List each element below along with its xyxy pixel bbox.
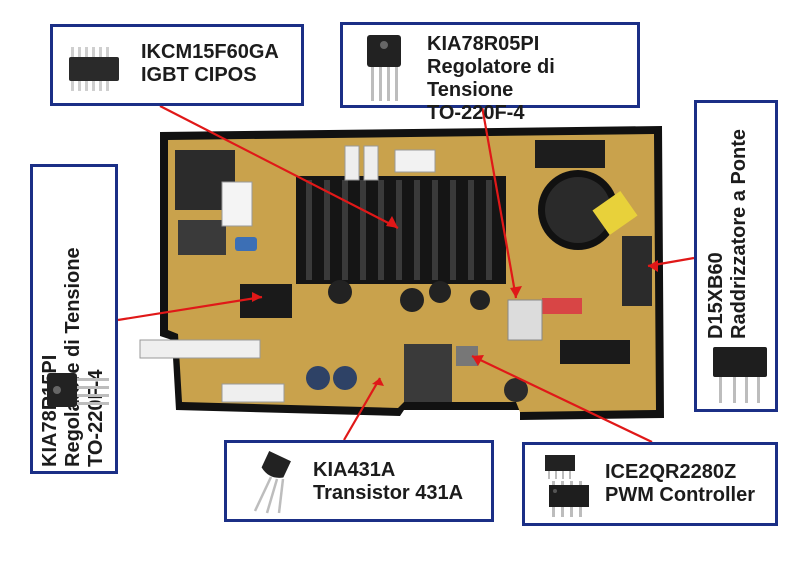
capacitor-c (429, 281, 451, 303)
lower-connector (560, 340, 630, 364)
capacitor-f (333, 366, 357, 390)
pointer-arrows (117, 105, 695, 443)
small-heatsink (507, 299, 543, 341)
arrow-kia78r15 (117, 295, 263, 322)
kia78r15-package: TO-220F-4 (85, 369, 107, 467)
white-connector (221, 181, 253, 227)
capacitor-b (400, 288, 424, 312)
heatsink (296, 176, 506, 284)
bridge-rectifier (622, 236, 652, 306)
label-kia78r15pi: KIA78R15PI Regolatore di Tensione TO-220… (30, 164, 118, 474)
label-ikcm15f60ga: IKCM15F60GA IGBT CIPOS (50, 24, 304, 106)
top-right-connector (535, 140, 605, 168)
regulator-15v (240, 284, 292, 318)
white-plug (394, 149, 436, 173)
ice2qr-part-number: ICE2QR2280Z (605, 461, 737, 483)
bottom-white-connector-2 (221, 383, 285, 403)
kia78r05-part-number: KIA78R05PI (427, 33, 540, 55)
ikcm-description: IGBT CIPOS (141, 64, 257, 86)
to220-regulator-icon-horizontal (47, 373, 109, 407)
arrow-heads (252, 216, 658, 386)
ipm-module-icon (69, 47, 119, 91)
bottom-white-connector (139, 339, 261, 359)
blue-capacitor (235, 237, 257, 251)
dip8-chip-icon (545, 455, 589, 517)
capacitor-d (470, 290, 490, 310)
bridge-rectifier-icon (713, 347, 767, 403)
d15xb60-description: Raddrizzatore a Ponte (728, 128, 750, 339)
label-kia78r05pi: KIA78R05PI Regolatore di Tensione TO-220… (340, 22, 640, 124)
kia431-part-number: KIA431A (313, 459, 396, 481)
kia78r05-description: Regolatore di Tensione (427, 56, 555, 101)
label-ice2qr2280z: ICE2QR2280Z PWM Controller (522, 442, 778, 526)
to92-transistor-icon (253, 451, 291, 514)
relay-block-2 (178, 220, 226, 255)
capacitor-g (504, 378, 528, 402)
capacitor-e (306, 366, 330, 390)
white-resistor-2 (363, 145, 379, 181)
capacitor-a (328, 280, 352, 304)
ikcm-part-number: IKCM15F60GA (141, 41, 279, 63)
label-kia431a: KIA431A Transistor 431A (224, 440, 494, 522)
label-d15xb60: D15XB60 Raddrizzatore a Ponte (694, 100, 778, 412)
arrow-kia431 (343, 377, 381, 441)
kia78r15-description: Regolatore di Tensione (62, 247, 84, 467)
d15xb60-part-number: D15XB60 (705, 252, 727, 339)
ice2qr-description: PWM Controller (605, 484, 755, 506)
transformer (404, 344, 452, 402)
white-resistor (344, 145, 360, 181)
arrow-ikcm (159, 105, 399, 229)
arrow-ice2qr (471, 355, 653, 443)
kia78r05-package: TO-220F-4 (427, 102, 525, 124)
kia431-description: Transistor 431A (313, 482, 464, 504)
pwm-ic-chip (456, 346, 478, 366)
to220-regulator-icon (367, 35, 401, 101)
red-component (542, 298, 582, 314)
kia78r15-part-number: KIA78R15PI (39, 354, 61, 467)
arrow-kia78r05 (480, 105, 518, 299)
